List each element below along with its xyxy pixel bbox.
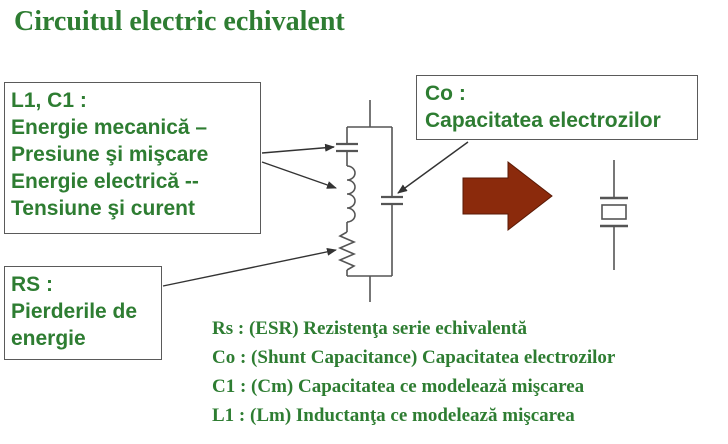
legend-item-co: Co : (Shunt Capacitance) Capacitatea ele… (212, 347, 616, 368)
callout-line: Tensiune şi curent (11, 197, 195, 220)
c1-capacitor (336, 142, 358, 153)
callout-line: Energie electrică -- (11, 170, 199, 193)
legend-item-c1: C1 : (Cm) Capacitatea ce modelează mişca… (212, 376, 585, 397)
l1-c1-callout: L1, C1 : Energie mecanică – Presiune şi … (4, 82, 261, 234)
callout-line: L1, C1 : (11, 89, 87, 112)
transform-arrow (462, 160, 553, 232)
callout-line: RS : (11, 273, 53, 296)
callout-line: Presiune şi mişcare (11, 143, 209, 166)
arrow-to-l1 (261, 161, 337, 189)
legend-item-rs: Rs : (ESR) Rezistenţa serie echivalentă (212, 318, 528, 339)
arrow-to-c1 (261, 143, 335, 154)
callout-line: Capacitatea electrozilor (425, 109, 661, 132)
callout-line: Pierderile de (11, 300, 138, 323)
crystal-symbol (600, 160, 628, 270)
component-legend: Rs : (ESR) Rezistenţa serie echivalentă … (212, 314, 615, 430)
l1-inductor (346, 165, 356, 223)
callout-line: Energie mecanică – (11, 116, 208, 139)
legend-item-l1: L1 : (Lm) Inductanţa ce modelează mişcar… (212, 405, 575, 426)
rs-resistor (337, 231, 357, 271)
co-callout: Co : Capacitatea electrozilor (416, 75, 698, 140)
callout-line: Co : (425, 82, 466, 105)
co-capacitor (381, 195, 403, 206)
page-title: Circuitul electric echivalent (14, 6, 345, 37)
callout-line: energie (11, 327, 86, 350)
equivalent-circuit (336, 100, 403, 302)
pointer-arrows (162, 141, 469, 287)
rs-callout: RS : Pierderile de energie (4, 266, 162, 360)
arrow-to-rs (162, 247, 337, 287)
arrow-to-co (397, 141, 469, 194)
